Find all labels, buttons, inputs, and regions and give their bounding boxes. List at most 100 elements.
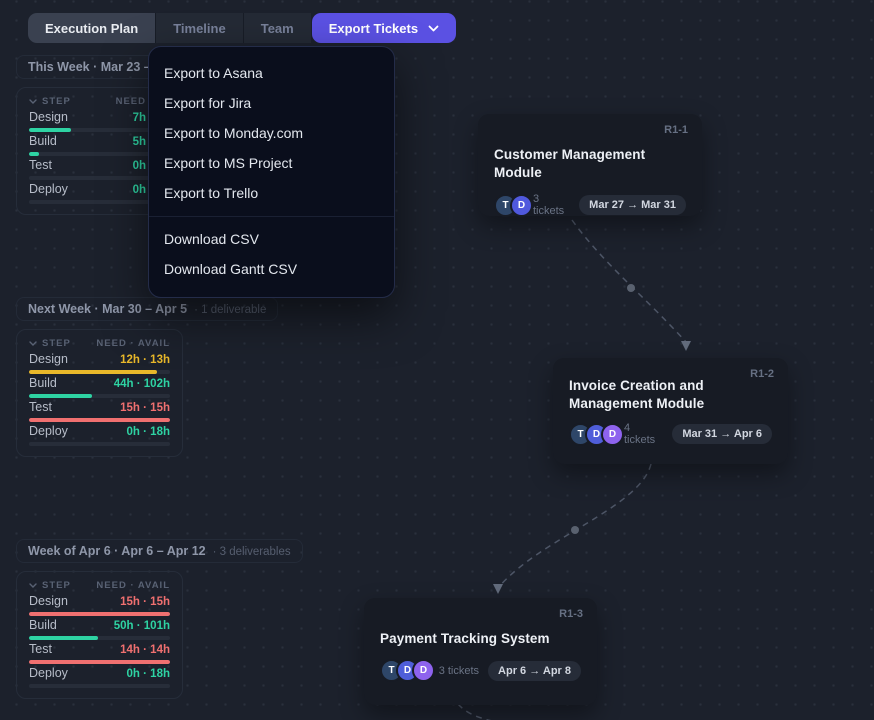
step-column-toggle[interactable]: STEP (29, 96, 71, 107)
week-section-next-week: Next Week · Mar 30 – Apr 5· 1 deliverabl… (16, 297, 279, 457)
week-section-week-of-apr-6: Week of Apr 6 · Apr 6 – Apr 12 · 3 delive… (16, 539, 303, 699)
date-range-badge: Mar 31 → Apr 6 (672, 424, 772, 445)
step-label: Deploy (29, 182, 68, 196)
step-progress-fill (29, 660, 170, 664)
step-column-toggle[interactable]: STEP (29, 338, 71, 349)
week-section-title: This Week · Mar 23 – Ma (28, 60, 172, 74)
ticket-count: 4 tickets (624, 422, 656, 447)
step-progress-track (29, 660, 170, 664)
step-row-deploy: Deploy 0h · 18h (29, 424, 170, 446)
step-progress-track (29, 394, 170, 398)
menu-item-export-to-asana[interactable]: Export to Asana (164, 65, 263, 81)
step-progress-fill (29, 612, 170, 616)
tab-team[interactable]: Team (242, 13, 311, 43)
step-progress-track (29, 612, 170, 616)
step-column-label: STEP (42, 338, 71, 349)
step-progress-track (29, 684, 170, 688)
step-progress-track (29, 418, 170, 422)
step-row-design: Design 12h · 13h (29, 352, 170, 374)
need-avail-value: 0h (132, 184, 146, 196)
step-column-label: STEP (42, 96, 71, 107)
step-progress-track (29, 636, 170, 640)
step-progress-track (29, 176, 170, 180)
deliverable-card-r1-2[interactable]: R1-2 Invoice Creation and Management Mod… (553, 358, 788, 464)
date-range-badge: Mar 27 → Mar 31 (579, 195, 686, 216)
step-row-design: Design 15h · 15h (29, 594, 170, 616)
capacity-table-header: STEP NEED · AVAIL (29, 580, 170, 591)
avatar: D (412, 659, 435, 683)
export-tickets-label: Export Tickets (328, 20, 419, 36)
menu-item-download-csv[interactable]: Download CSV (164, 231, 259, 247)
export-tickets-button[interactable]: Export Tickets (311, 13, 457, 43)
step-row-deploy: Deploy 0h (29, 182, 170, 204)
collapse-chevron-icon (29, 583, 37, 588)
need-avail-value: 12h · 13h (120, 354, 170, 366)
step-label: Design (29, 352, 68, 366)
need-avail-value: 0h (132, 160, 146, 172)
card-title: Payment Tracking System (380, 631, 550, 646)
need-avail-value: 50h · 101h (113, 620, 170, 632)
avatar: D (601, 422, 624, 446)
card-id-badge: R1-1 (664, 124, 688, 136)
deliverable-count: · 3 deliverables (212, 546, 291, 558)
menu-item-export-to-ms-project[interactable]: Export to MS Project (164, 155, 293, 171)
need-avail-column-label: NEED · AVAIL (96, 580, 170, 591)
need-avail-value: 0h · 18h (126, 668, 170, 680)
tab-timeline[interactable]: Timeline (155, 13, 243, 43)
step-label: Design (29, 110, 68, 124)
collapse-chevron-icon (29, 341, 37, 346)
step-label: Deploy (29, 424, 68, 438)
step-progress-fill (29, 370, 158, 374)
ticket-count: 3 tickets (533, 193, 565, 218)
tab-execution-plan[interactable]: Execution Plan (28, 13, 156, 43)
step-row-test: Test 15h · 15h (29, 400, 170, 422)
step-label: Build (29, 134, 57, 148)
step-progress-track (29, 152, 170, 156)
step-progress-track (29, 200, 170, 204)
step-row-build: Build 5h (29, 134, 170, 156)
step-label: Design (29, 594, 68, 608)
menu-divider (149, 216, 394, 217)
step-progress-track (29, 442, 170, 446)
need-avail-value: 15h · 15h (120, 402, 170, 414)
need-avail-value: 15h · 15h (120, 596, 170, 608)
step-column-toggle[interactable]: STEP (29, 580, 71, 591)
collapse-chevron-icon (29, 99, 37, 104)
connector-edge-2 (497, 463, 652, 589)
menu-item-export-to-monday-com[interactable]: Export to Monday.com (164, 125, 304, 141)
step-label: Test (29, 400, 52, 414)
step-progress-fill (29, 128, 72, 132)
date-range-badge: Apr 6 → Apr 8 (488, 660, 581, 681)
connector-midpoint-dot-2 (571, 526, 579, 534)
ticket-count: 3 tickets (438, 664, 480, 677)
card-id-badge: R1-3 (559, 608, 583, 620)
need-avail-value: 0h · 18h (126, 426, 170, 438)
step-progress-fill (29, 152, 39, 156)
menu-item-export-for-jira[interactable]: Export for Jira (164, 95, 252, 111)
step-progress-fill (29, 394, 93, 398)
week-section-title: Week of Apr 6 · Apr 6 – Apr 12 (28, 544, 206, 558)
view-tabbar: Execution Plan Timeline Team Export Tick… (28, 13, 457, 43)
need-avail-value: 5h (132, 136, 146, 148)
menu-item-export-to-trello[interactable]: Export to Trello (164, 185, 259, 201)
chevron-down-icon (428, 25, 439, 31)
menu-item-download-gantt-csv[interactable]: Download Gantt CSV (164, 261, 298, 277)
need-avail-value: 44h · 102h (113, 378, 170, 390)
